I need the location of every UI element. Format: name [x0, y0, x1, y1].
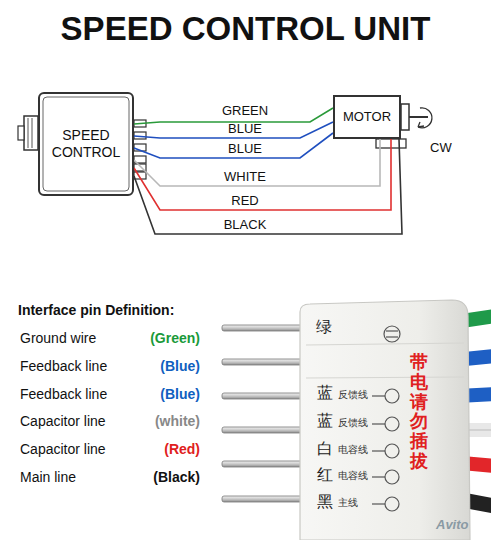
control-inner-outline — [43, 97, 129, 191]
housing-mark: 红 — [317, 466, 333, 484]
diagram-title: SPEED CONTROL UNIT — [0, 10, 491, 48]
housing-ribs — [306, 343, 464, 378]
housing-mark: 电容线 — [338, 470, 368, 482]
wire-label: BLUE — [200, 141, 290, 156]
pin-color: (white) — [100, 413, 200, 429]
control-knob — [18, 116, 38, 150]
box-label: SPEED CONTROL — [45, 127, 127, 162]
connector-housing — [300, 300, 470, 540]
rotation-label: CW — [430, 141, 452, 156]
housing-mark: 电容线 — [338, 444, 368, 456]
wire — [134, 139, 402, 234]
pin-color: (Black) — [100, 469, 200, 485]
housing-mark: 黑 — [317, 493, 333, 511]
section-heading: Interface pin Definition: — [18, 302, 174, 318]
pin-name: Feedback line — [20, 386, 107, 402]
wire — [134, 139, 391, 210]
pin-name: Feedback line — [20, 358, 107, 374]
housing-mark: 绿 — [316, 318, 332, 336]
housing-mark: 反馈线 — [338, 389, 368, 401]
wire-label: RED — [200, 193, 290, 208]
connector-pins — [222, 325, 304, 502]
pin-icons — [372, 326, 400, 511]
watermark: Avito — [436, 518, 469, 533]
box-label: MOTOR — [343, 109, 391, 125]
controller-box: SPEED CONTROL — [38, 92, 134, 196]
pin-name: Capacitor line — [20, 413, 106, 429]
warning-text: 带电请勿插拔 — [410, 352, 428, 471]
housing-mark: 反馈线 — [338, 417, 368, 429]
pin-name: Ground wire — [20, 330, 96, 346]
housing-mark: 蓝 — [317, 412, 333, 430]
pin-color: (Blue) — [100, 358, 200, 374]
wire-label: BLACK — [200, 217, 290, 232]
wire — [134, 139, 380, 186]
pin-color: (Blue) — [100, 386, 200, 402]
pin-color: (Green) — [100, 330, 200, 346]
wire-label: WHITE — [200, 169, 290, 184]
housing-mark: 白 — [317, 440, 333, 458]
wire-label: GREEN — [200, 103, 290, 118]
pin-color: (Red) — [100, 441, 200, 457]
housing-mark: 蓝 — [317, 384, 333, 402]
pin-name: Capacitor line — [20, 441, 106, 457]
motor-box: MOTOR — [333, 95, 401, 139]
wire-label: BLUE — [200, 121, 290, 136]
wire — [134, 133, 333, 158]
pin-name: Main line — [20, 469, 76, 485]
housing-mark: 主线 — [338, 497, 358, 509]
wire — [134, 122, 333, 138]
